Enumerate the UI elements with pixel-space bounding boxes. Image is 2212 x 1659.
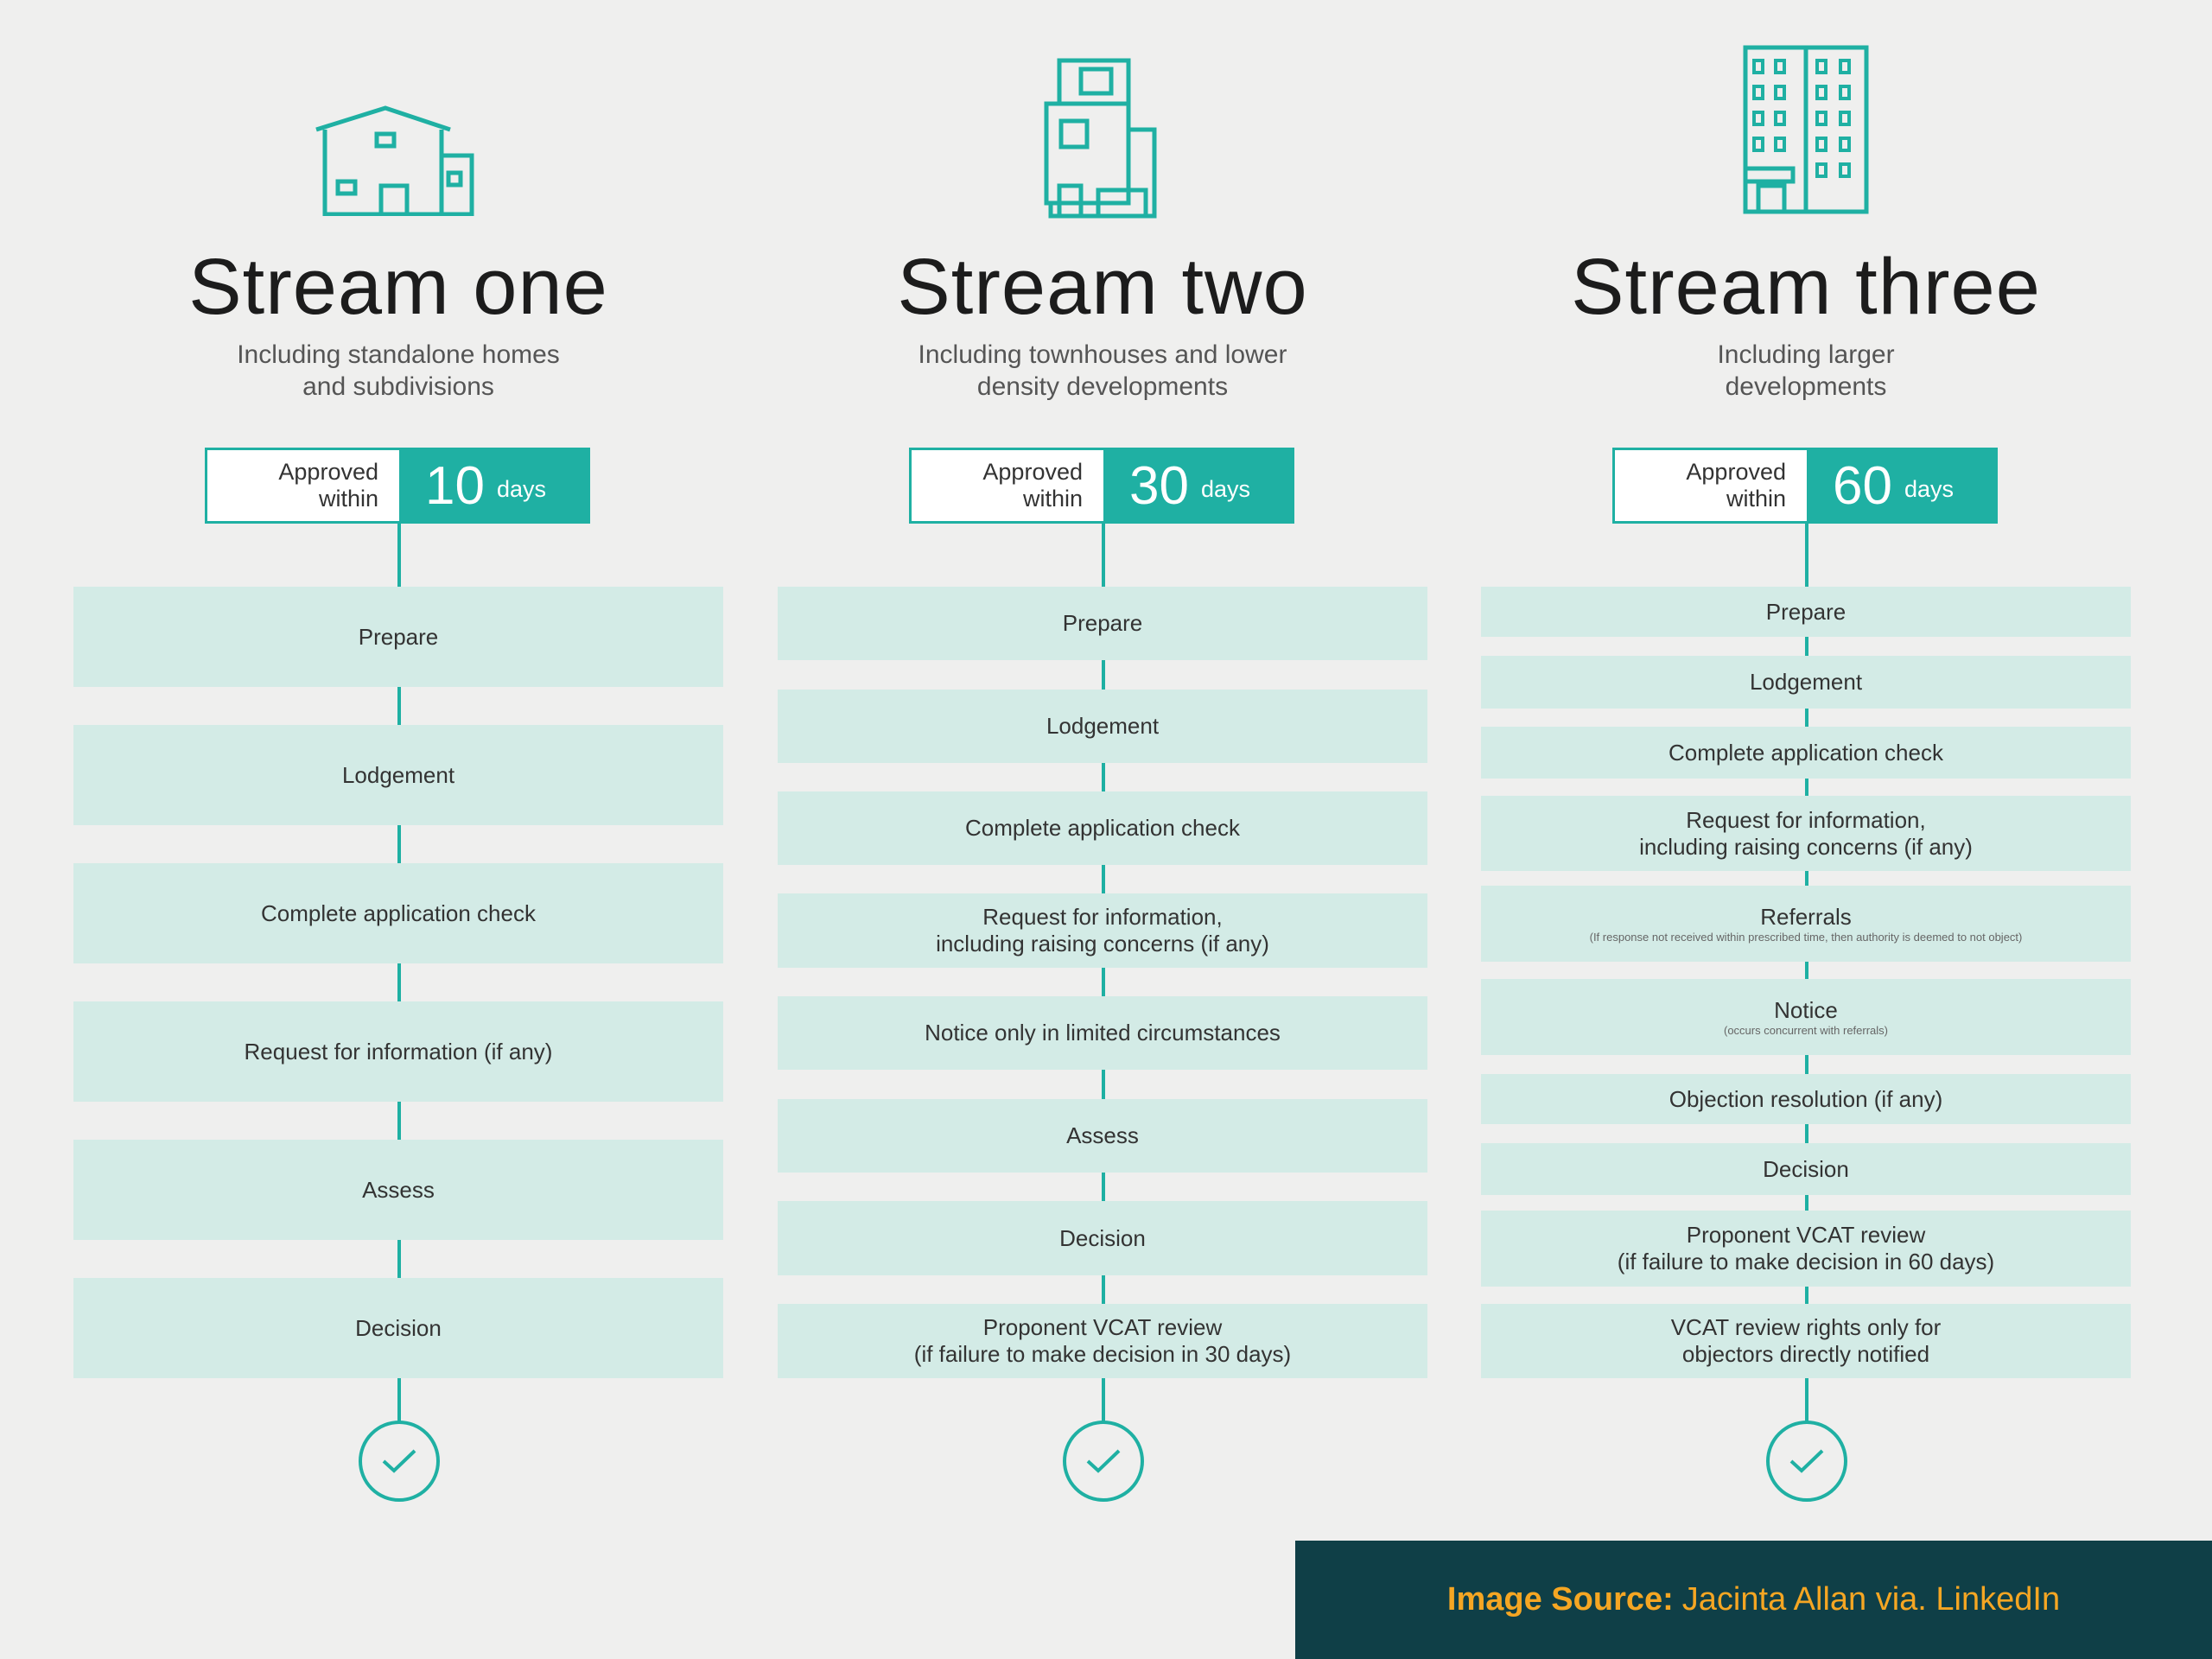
process-step: Complete application check [73,863,723,963]
step-label: Assess [1066,1122,1139,1148]
image-source-footer: Image Source: Jacinta Allan via. LinkedI… [1295,1541,2212,1659]
process-step: Request for information, including raisi… [1481,796,2131,871]
approved-within-label: Approved within [982,459,1083,512]
step-label: Lodgement [341,761,455,788]
step-label: Assess [362,1176,435,1203]
process-step: Prepare [73,587,723,687]
step-label: Decision [355,1314,442,1341]
process-step: Notice only in limited circumstances [778,996,1427,1070]
stream-title: Stream two [897,243,1308,331]
step-label: Lodgement [1749,669,1863,695]
step-label: Notice only in limited circumstances [925,1020,1281,1046]
approval-days-value: 10 days [399,450,588,521]
step-label: Request for information (if any) [244,1038,553,1065]
stream-title: Stream three [1571,243,2041,331]
approval-time-badge: Approved within 30 days [909,448,1294,524]
stream-subtitle: Including larger developments [1717,340,1895,401]
townhouse-icon [1044,58,1157,219]
process-step: Assess [778,1099,1427,1173]
house-icon [315,105,474,216]
approved-check-icon [1063,1421,1144,1502]
stream-subtitle: Including standalone homes and subdivisi… [237,340,560,401]
step-label: Request for information, including raisi… [1639,806,1973,860]
days-number: 10 [425,455,485,516]
step-label: Proponent VCAT review (if failure to mak… [913,1314,1292,1367]
connector-line [397,524,401,1422]
step-label: Decision [1763,1155,1849,1182]
days-unit: days [496,475,547,502]
process-step: Objection resolution (if any) [1481,1074,2131,1124]
process-step: Complete application check [778,791,1427,865]
step-label: Prepare [1062,610,1143,636]
process-step: Proponent VCAT review (if failure to mak… [778,1304,1427,1378]
approval-time-badge: Approved within 10 days [205,448,590,524]
approval-time-badge: Approved within 60 days [1612,448,1998,524]
step-label: Request for information, including raisi… [936,904,1269,957]
process-step: Decision [73,1278,723,1378]
process-step: Lodgement [778,690,1427,763]
process-step: VCAT review rights only for objectors di… [1481,1304,2131,1378]
connector-line [1102,524,1105,1422]
approval-days-value: 60 days [1807,450,1995,521]
stream-title: Stream one [188,243,608,331]
process-step: Proponent VCAT review (if failure to mak… [1481,1211,2131,1287]
approved-within-label: Approved within [278,459,378,512]
step-note: (occurs concurrent with referrals) [1724,1023,1888,1037]
process-step: Decision [1481,1143,2131,1195]
process-step: Referrals(If response not received withi… [1481,886,2131,962]
process-step: Decision [778,1201,1427,1275]
process-step: Request for information, including raisi… [778,893,1427,968]
approved-check-icon [359,1421,440,1502]
step-label: Prepare [1765,598,1847,625]
days-number: 60 [1833,455,1892,516]
days-unit: days [1904,475,1955,502]
step-label: Referrals [1760,903,1852,930]
days-number: 30 [1129,455,1189,516]
process-step: Assess [73,1140,723,1240]
step-label: Lodgement [1046,713,1160,739]
approval-days-value: 30 days [1103,450,1292,521]
process-step: Prepare [778,587,1427,660]
step-label: Complete application check [965,815,1240,841]
process-step: Complete application check [1481,727,2131,779]
step-label: Proponent VCAT review (if failure to mak… [1617,1222,1995,1274]
days-unit: days [1200,475,1251,502]
footer-label: Image Source: [1446,1581,1674,1618]
process-step: Request for information (if any) [73,1001,723,1102]
process-step: Prepare [1481,587,2131,637]
approved-within-label: Approved within [1686,459,1786,512]
step-label: Notice [1774,996,1838,1023]
process-step: Notice(occurs concurrent with referrals) [1481,979,2131,1055]
connector-line [1805,524,1808,1422]
apartment-building-icon [1743,45,1869,214]
stream-subtitle: Including townhouses and lower density d… [918,340,1287,401]
step-label: Decision [1059,1224,1146,1251]
process-step: Lodgement [73,725,723,825]
footer-text: Jacinta Allan via. LinkedIn [1681,1581,2061,1618]
step-label: Complete application check [261,899,536,926]
process-step: Lodgement [1481,656,2131,709]
step-label: Complete application check [1669,739,1943,766]
step-label: VCAT review rights only for objectors di… [1670,1314,1942,1367]
step-label: Objection resolution (if any) [1669,1085,1943,1112]
step-label: Prepare [358,623,439,650]
step-note: (If response not received within prescri… [1589,930,2023,944]
approved-check-icon [1766,1421,1847,1502]
